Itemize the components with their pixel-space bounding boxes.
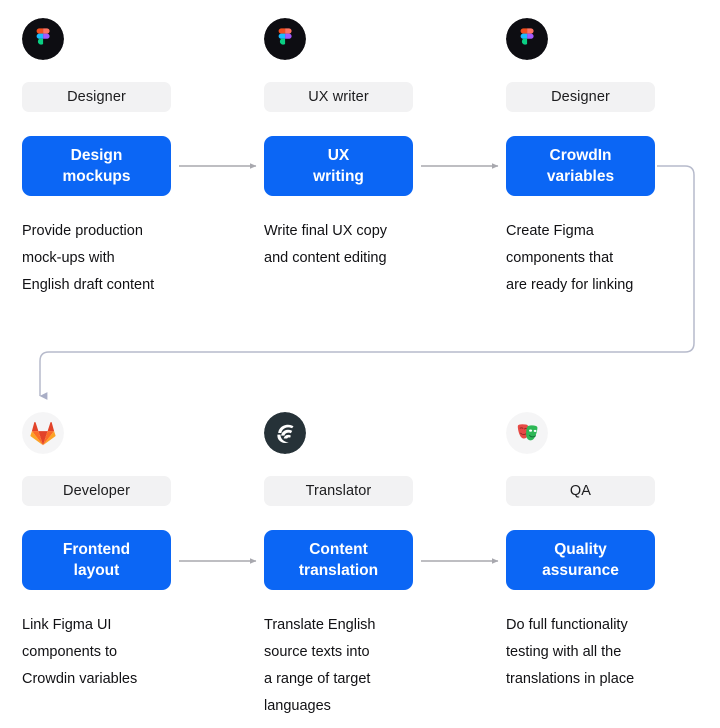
role-label: Designer (506, 82, 655, 112)
figma-icon (264, 18, 306, 60)
workflow-step-quality-assurance: QA Quality assurance Do full functionali… (506, 412, 655, 693)
crowdin-icon (264, 412, 306, 454)
step-description: Provide production mock-ups with English… (22, 218, 182, 299)
action-box[interactable]: Design mockups (22, 136, 171, 196)
workflow-step-frontend-layout: Developer Frontend layout Link Figma UI … (22, 412, 171, 693)
desc-line: English draft content (22, 277, 155, 293)
action-box[interactable]: Quality assurance (506, 530, 655, 590)
workflow-step-content-translation: Translator Content translation Translate… (264, 412, 413, 720)
desc-line: Link Figma UI (22, 617, 112, 633)
desc-line: translations in place (506, 671, 635, 687)
action-box[interactable]: UX writing (264, 136, 413, 196)
action-box[interactable]: Content translation (264, 530, 413, 590)
action-line-1: Design (70, 147, 123, 164)
desc-line: Crowdin variables (22, 671, 138, 687)
step-description: Create Figma components that are ready f… (506, 218, 666, 299)
action-line-1: UX (327, 147, 350, 164)
workflow-step-ux-writing: UX writer UX writing Write final UX copy… (264, 18, 413, 272)
action-line-2: translation (298, 562, 379, 579)
action-line-2: mockups (62, 168, 131, 185)
desc-line: mock-ups with (22, 250, 115, 266)
action-line-2: variables (546, 168, 615, 185)
desc-line: are ready for linking (506, 277, 634, 293)
desc-line: components to (22, 644, 118, 660)
desc-line: Create Figma (506, 223, 594, 239)
action-box[interactable]: Frontend layout (22, 530, 171, 590)
desc-line: languages (264, 698, 331, 714)
desc-line: source texts into (264, 644, 370, 660)
desc-line: and content editing (264, 250, 387, 266)
desc-line: testing with all the (506, 644, 622, 660)
theater-masks-icon (506, 412, 548, 454)
role-label: Translator (264, 476, 413, 506)
desc-line: components that (506, 250, 614, 266)
action-line-2: assurance (542, 562, 619, 579)
desc-line: Translate English (264, 617, 376, 633)
step-description: Write final UX copy and content editing (264, 218, 424, 272)
figma-icon (22, 18, 64, 60)
desc-line: a range of target (264, 671, 371, 687)
action-box[interactable]: CrowdIn variables (506, 136, 655, 196)
action-line-2: layout (73, 562, 120, 579)
figma-icon (506, 18, 548, 60)
desc-line: Write final UX copy (264, 223, 388, 239)
action-line-2: writing (313, 168, 364, 185)
action-line-1: CrowdIn (549, 147, 612, 164)
action-line-1: Frontend (62, 541, 131, 558)
role-label: UX writer (264, 82, 413, 112)
desc-line: Do full functionality (506, 617, 628, 633)
step-description: Link Figma UI components to Crowdin vari… (22, 612, 182, 693)
role-label: QA (506, 476, 655, 506)
desc-line: Provide production (22, 223, 143, 239)
action-line-1: Quality (554, 541, 607, 558)
role-label: Developer (22, 476, 171, 506)
action-line-1: Content (309, 541, 368, 558)
workflow-step-design-mockups: Designer Design mockups Provide producti… (22, 18, 171, 299)
step-description: Do full functionality testing with all t… (506, 612, 666, 693)
workflow-step-crowdin-variables: Designer CrowdIn variables Create Figma … (506, 18, 655, 299)
role-label: Designer (22, 82, 171, 112)
step-description: Translate English source texts into a ra… (264, 612, 424, 720)
gitlab-icon (22, 412, 64, 454)
